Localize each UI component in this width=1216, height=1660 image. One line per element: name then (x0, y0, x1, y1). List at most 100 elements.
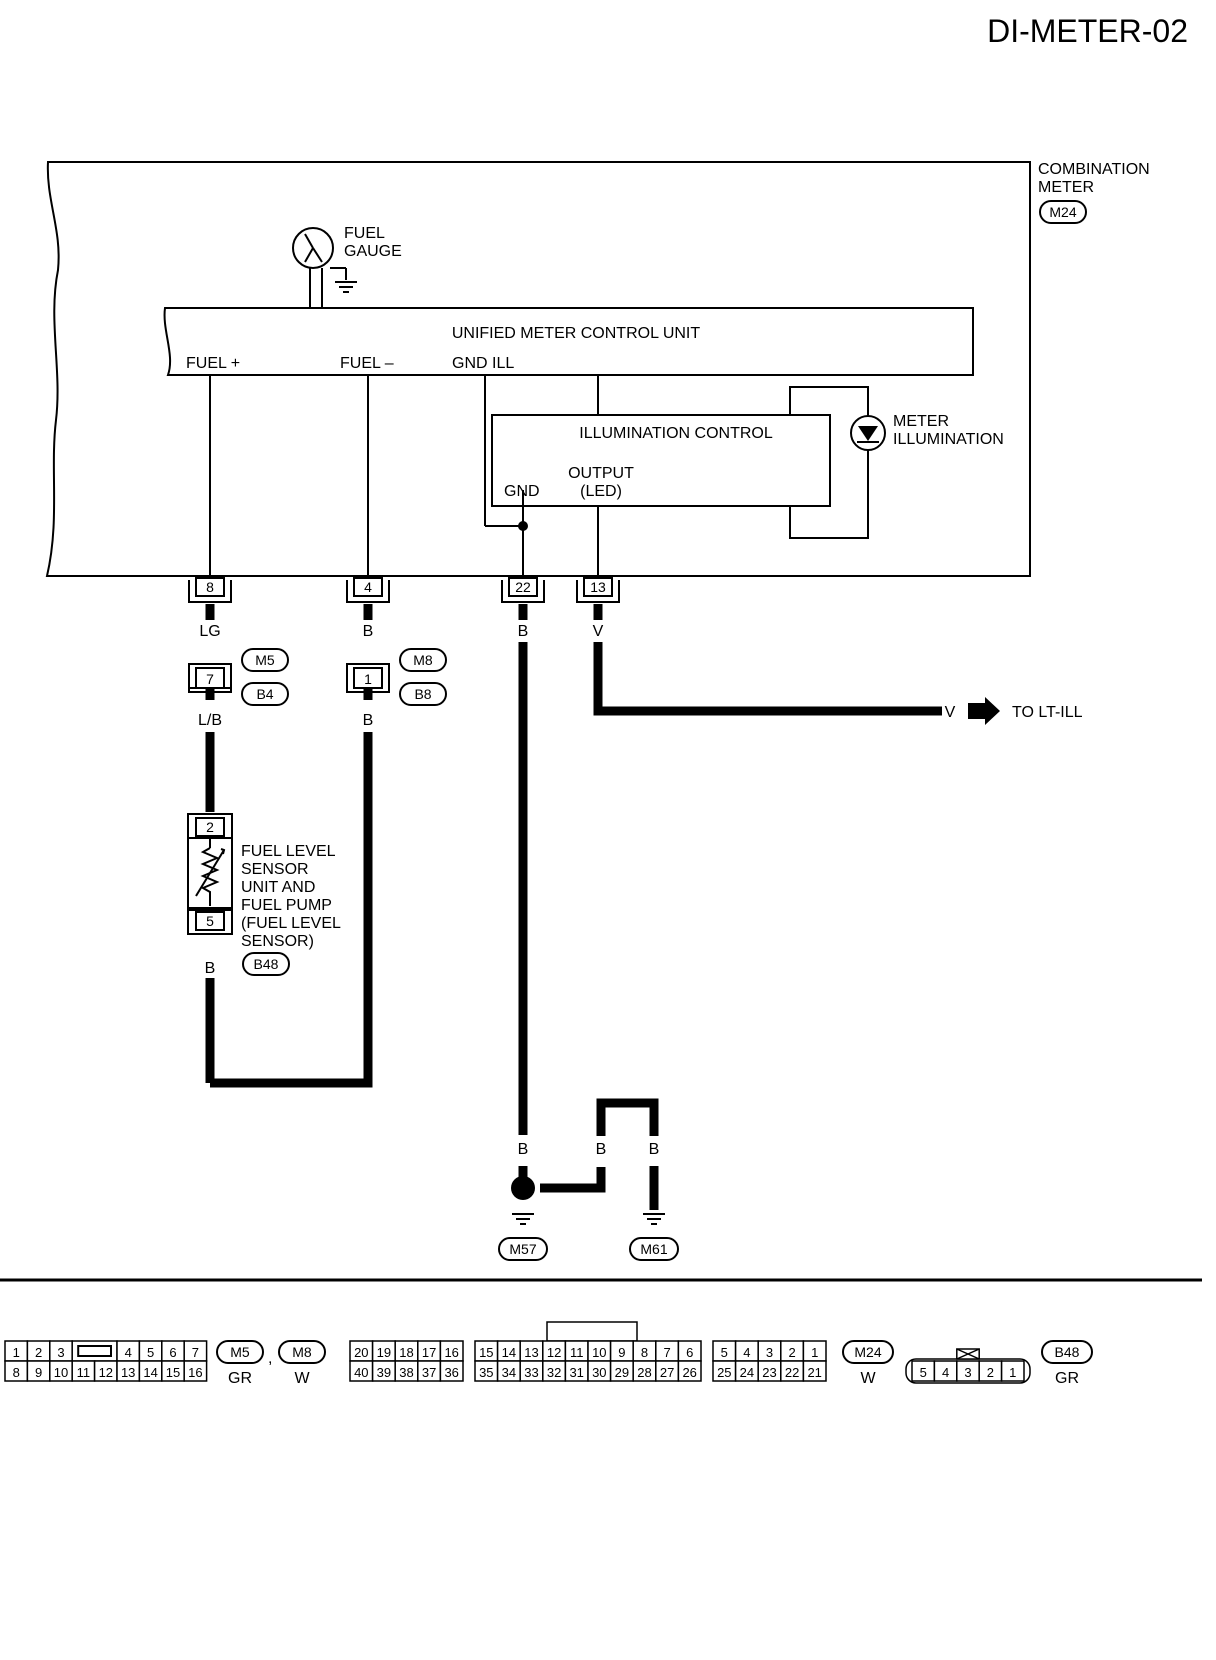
connector-tag-m5: M5 (241, 648, 289, 672)
svg-text:M24: M24 (854, 1344, 881, 1360)
pin-label-gnd-ill: GND ILL (452, 355, 514, 372)
led-icon (850, 415, 886, 451)
wire-color-b-4: B (363, 623, 374, 640)
ground-tag-m57: M57 (498, 1237, 548, 1261)
pin-cell: 14 (143, 1365, 157, 1380)
connector-tag-b4: B4 (241, 682, 289, 706)
connector-tag-m8: M8 (399, 648, 447, 672)
pin-cell: 30 (592, 1365, 606, 1380)
inline-connector-m5-b4: 7 (188, 663, 232, 693)
gauge-ground-icon (334, 281, 358, 293)
fuel-gauge-icon (292, 227, 347, 308)
terminal-22: 22 (501, 577, 545, 603)
pin-cell: 25 (717, 1365, 731, 1380)
pin-cell: 33 (524, 1365, 538, 1380)
pin-cell: 10 (592, 1345, 606, 1360)
pin-cell: 20 (354, 1345, 368, 1360)
svg-text:8: 8 (206, 579, 214, 595)
pin-cell: 19 (377, 1345, 391, 1360)
ground-tag-m61: M61 (629, 1237, 679, 1261)
pin-cell: 15 (479, 1345, 493, 1360)
diagram-title: DI-METER-02 (987, 13, 1188, 49)
pin-cell: 5 (147, 1345, 154, 1360)
sensor-pin-bottom: 5 (206, 913, 214, 929)
pin-cell: 23 (762, 1365, 776, 1380)
pin-cell: 16 (188, 1365, 202, 1380)
wire-color-v-arrow: V (945, 704, 956, 721)
pin-cell: 38 (399, 1365, 413, 1380)
pin-cell: 7 (192, 1345, 199, 1360)
pin-cell: 3 (57, 1345, 64, 1360)
pin-cell: 9 (35, 1365, 42, 1380)
svg-text:M5: M5 (230, 1344, 250, 1360)
svg-text:B4: B4 (256, 686, 273, 702)
meter-illumination-label-1: METER (893, 413, 949, 430)
pin-cell: 16 (444, 1345, 458, 1360)
pin-cell: 4 (942, 1365, 949, 1380)
svg-text:22: 22 (515, 579, 531, 595)
sensor-pin-top: 2 (206, 819, 214, 835)
wire-color-b-gnd-1: B (518, 1141, 529, 1158)
wire-color-b-sensor: B (205, 960, 216, 977)
illumination-output-label-1: OUTPUT (568, 465, 634, 482)
connector-view-color-w-1: W (294, 1370, 310, 1387)
pin-cell: 4 (125, 1345, 132, 1360)
pin-cell: 13 (121, 1365, 135, 1380)
pin-cell: 32 (547, 1365, 561, 1380)
pin-cell: 4 (743, 1345, 750, 1360)
pin-cell: 10 (54, 1365, 68, 1380)
sensor-label-5: (FUEL LEVEL (241, 915, 341, 932)
connector-tag-b8: B8 (399, 682, 447, 706)
pin-cell: 18 (399, 1345, 413, 1360)
illumination-output-label-2: (LED) (580, 483, 622, 500)
svg-text:7: 7 (206, 671, 214, 687)
wire-color-b-gnd-2: B (596, 1141, 607, 1158)
pin-cell: 6 (686, 1345, 693, 1360)
terminal-4: 4 (346, 577, 390, 603)
pin-cell: 5 (721, 1345, 728, 1360)
pin-cell: 2 (788, 1345, 795, 1360)
pin-cell: 9 (618, 1345, 625, 1360)
pin-label-fuel-plus: FUEL + (186, 355, 240, 372)
fuel-gauge-label-2: GAUGE (344, 243, 402, 260)
pin-cell: 31 (569, 1365, 583, 1380)
inline-connector-m8-b8: 1 (346, 663, 390, 693)
wire-color-b-1: B (363, 712, 374, 729)
terminal-13: 13 (576, 577, 620, 603)
sensor-label-6: SENSOR) (241, 933, 314, 950)
pin-cell: 13 (524, 1345, 538, 1360)
pin-cell: 3 (766, 1345, 773, 1360)
unified-meter-control-unit (163, 307, 974, 376)
connector-view-color-w-2: W (860, 1370, 876, 1387)
combination-meter-outline (45, 161, 1031, 577)
connector-view-tag-m5: M5 (216, 1340, 264, 1364)
pin-cell: 1 (811, 1345, 818, 1360)
meter-illumination-label-2: ILLUMINATION (893, 431, 1004, 448)
combination-meter-label-1: COMBINATION (1038, 161, 1150, 178)
wire-color-b-22: B (518, 623, 529, 640)
pin-cell: 8 (641, 1345, 648, 1360)
svg-text:B48: B48 (254, 956, 279, 972)
wire-color-lb: L/B (198, 712, 222, 729)
pin-cell: 24 (740, 1365, 754, 1380)
connector-view-color-gr-2: GR (1055, 1370, 1079, 1387)
svg-text:13: 13 (590, 579, 606, 595)
pin-cell: 39 (377, 1365, 391, 1380)
svg-text:B8: B8 (414, 686, 431, 702)
pin-cell: 2 (987, 1365, 994, 1380)
pin-cell: 1 (1009, 1365, 1016, 1380)
pin-cell: 40 (354, 1365, 368, 1380)
pin-label-fuel-minus: FUEL – (340, 355, 394, 372)
wire-color-b-gnd-3: B (649, 1141, 660, 1158)
pin-cell: 17 (422, 1345, 436, 1360)
illumination-gnd-label: GND (504, 483, 540, 500)
svg-text:B48: B48 (1055, 1344, 1080, 1360)
combination-meter-label-2: METER (1038, 179, 1094, 196)
svg-text:M8: M8 (413, 652, 433, 668)
svg-text:M61: M61 (640, 1241, 667, 1257)
fuel-level-sensor (187, 813, 233, 935)
